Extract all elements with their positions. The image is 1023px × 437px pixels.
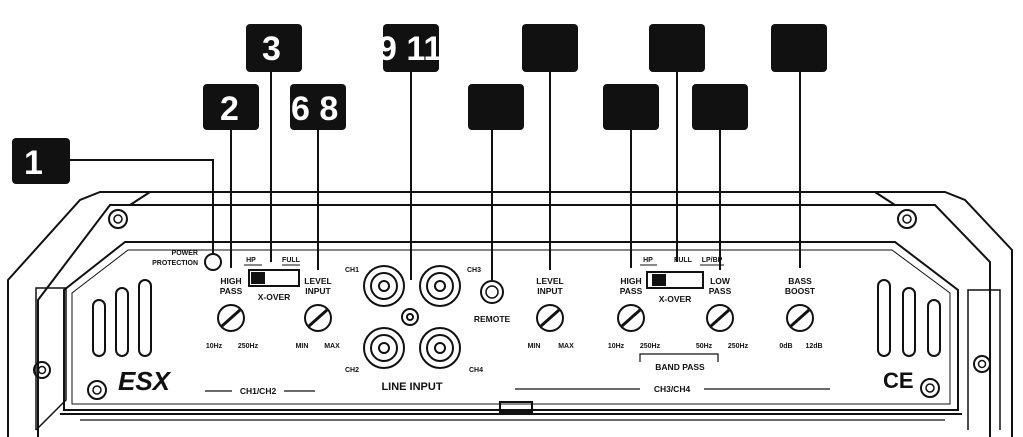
svg-text:LEVEL: LEVEL — [304, 276, 331, 286]
svg-text:PROTECTION: PROTECTION — [152, 260, 198, 267]
brand-logo: ESX — [118, 366, 172, 396]
svg-text:3: 3 — [262, 30, 281, 68]
svg-text:FULL: FULL — [674, 257, 693, 264]
svg-text:BOOST: BOOST — [785, 286, 816, 296]
ce-mark: CE — [883, 368, 914, 393]
svg-text:HIGH: HIGH — [620, 276, 641, 286]
svg-text:PASS: PASS — [620, 286, 643, 296]
svg-text:250Hz: 250Hz — [238, 343, 259, 350]
svg-text:HIGH: HIGH — [220, 276, 241, 286]
svg-text:50Hz: 50Hz — [696, 343, 713, 350]
svg-text:PASS: PASS — [220, 286, 243, 296]
ch4-label: CH4 — [469, 367, 483, 374]
section-ch34: CH3/CH4 — [515, 384, 830, 394]
callout-2: 2 — [203, 84, 259, 130]
svg-text:2: 2 — [220, 90, 239, 128]
callout-1: 1 — [12, 138, 70, 184]
ch1-label: CH1 — [345, 267, 359, 274]
callout-8 — [649, 24, 705, 72]
svg-text:X-OVER: X-OVER — [258, 292, 291, 302]
svg-text:MIN: MIN — [528, 343, 541, 350]
vent-right — [877, 279, 941, 357]
svg-text:LOW: LOW — [710, 276, 731, 286]
svg-text:MAX: MAX — [558, 343, 574, 350]
chassis — [7, 191, 1013, 437]
svg-text:X-OVER: X-OVER — [659, 294, 692, 304]
high-pass-knob-ch12[interactable]: HIGH PASS 10Hz 250Hz — [206, 276, 259, 350]
svg-text:LP/BP: LP/BP — [702, 257, 723, 264]
line-input-rca[interactable] — [363, 265, 461, 369]
svg-text:LEVEL: LEVEL — [536, 276, 563, 286]
callout-7 — [603, 84, 659, 130]
vent-left — [92, 279, 152, 357]
svg-text:CH1/CH2: CH1/CH2 — [240, 386, 277, 396]
remote-terminal[interactable]: REMOTE — [474, 280, 511, 324]
svg-text:FULL: FULL — [282, 257, 301, 264]
callout-9: 9 11 — [378, 24, 442, 72]
callout-6: 6 8 — [290, 84, 346, 130]
svg-text:9 11: 9 11 — [378, 30, 442, 68]
xover-switch-ch12[interactable]: HP FULL X-OVER — [244, 257, 301, 302]
svg-text:12dB: 12dB — [805, 343, 822, 350]
power-protection-led: POWER PROTECTION — [152, 250, 222, 271]
level-input-knob-ch12[interactable]: LEVEL INPUT MIN MAX — [296, 276, 341, 350]
callout-5 — [522, 24, 578, 72]
high-pass-knob-ch34[interactable]: HIGH PASS 10Hz 250Hz — [608, 276, 661, 350]
screws — [33, 209, 991, 400]
ch3-label: CH3 — [467, 267, 481, 274]
leader-lines — [70, 72, 801, 280]
svg-text:BAND PASS: BAND PASS — [655, 362, 705, 372]
line-input-label: LINE INPUT — [381, 381, 442, 393]
svg-text:MAX: MAX — [324, 343, 340, 350]
callout-10 — [692, 84, 748, 130]
callout-11 — [771, 24, 827, 72]
svg-text:HP: HP — [643, 257, 653, 264]
svg-text:6 8: 6 8 — [291, 90, 338, 128]
svg-text:0dB: 0dB — [779, 343, 792, 350]
svg-text:HP: HP — [246, 257, 256, 264]
svg-text:PASS: PASS — [709, 286, 732, 296]
callout-3: 3 — [246, 24, 302, 72]
svg-text:10Hz: 10Hz — [206, 343, 223, 350]
xover-switch-ch34[interactable]: HP FULL LP/BP X-OVER — [640, 257, 724, 304]
section-ch12: CH1/CH2 — [205, 386, 315, 396]
svg-text:1: 1 — [24, 144, 43, 182]
svg-text:250Hz: 250Hz — [728, 343, 749, 350]
fuse-slot — [499, 401, 533, 413]
svg-text:10Hz: 10Hz — [608, 343, 625, 350]
svg-text:CH3/CH4: CH3/CH4 — [654, 384, 691, 394]
ch2-label: CH2 — [345, 367, 359, 374]
svg-text:MIN: MIN — [296, 343, 309, 350]
svg-text:POWER: POWER — [172, 250, 198, 257]
svg-text:BASS: BASS — [788, 276, 812, 286]
svg-text:INPUT: INPUT — [305, 286, 331, 296]
bass-boost-knob[interactable]: BASS BOOST 0dB 12dB — [779, 276, 822, 350]
svg-text:REMOTE: REMOTE — [474, 314, 511, 324]
svg-text:250Hz: 250Hz — [640, 343, 661, 350]
svg-text:ESX: ESX — [118, 366, 172, 396]
level-input-knob-ch34[interactable]: LEVEL INPUT MIN MAX — [528, 276, 575, 350]
callout-4 — [468, 84, 524, 130]
low-pass-knob-ch34[interactable]: LOW PASS 50Hz 250Hz — [696, 276, 749, 350]
band-pass-bracket: BAND PASS — [639, 353, 719, 372]
svg-text:INPUT: INPUT — [537, 286, 563, 296]
